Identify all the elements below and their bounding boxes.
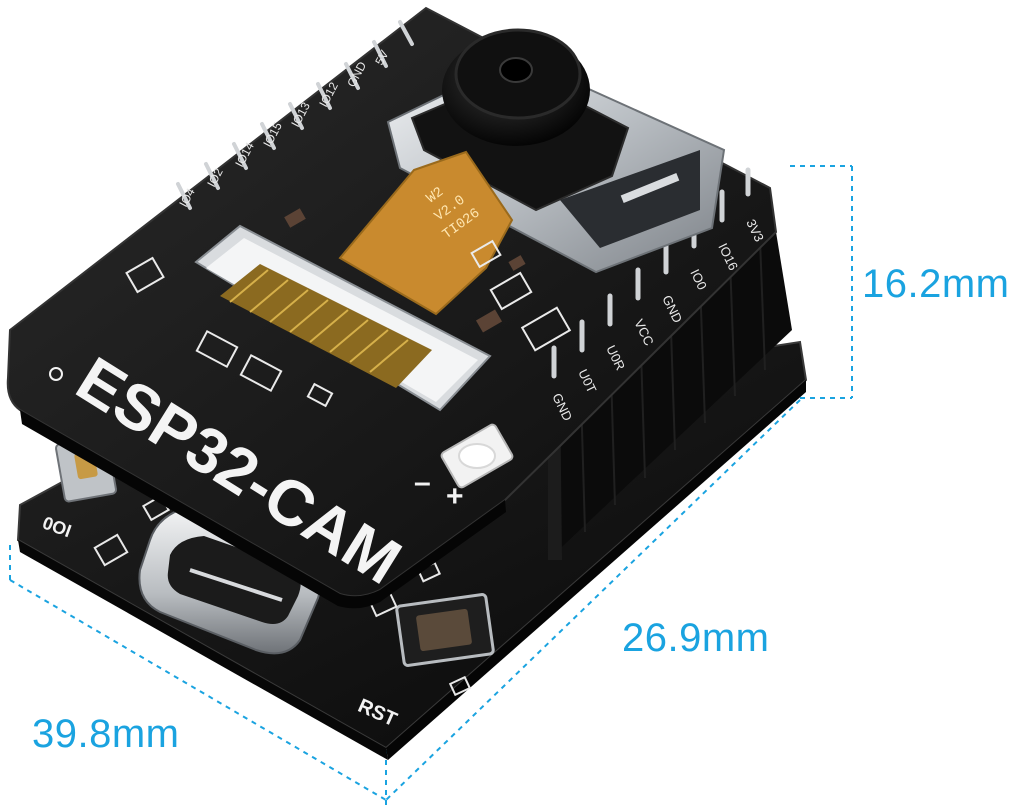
smd-pads [125,239,572,408]
dimension-depth-label: 26.9mm [622,616,770,660]
rst-button [395,593,495,667]
svg-text:W2: W2 [424,184,447,207]
mounting-dot [49,367,63,381]
dimension-length-label: 39.8mm [32,712,180,756]
fpc-connector [194,224,492,412]
left-header-pins [176,20,414,210]
polarity-minus: – [414,466,431,499]
camera-module [410,28,630,212]
smd-components [284,208,526,333]
svg-text:5V: 5V [372,48,391,68]
flash-led [440,423,514,489]
dimension-height-label: 16.2mm [862,262,1010,306]
polarity-plus: + [446,480,464,513]
camera-flex-cable: W2 V2.0 TI026 [338,150,514,316]
